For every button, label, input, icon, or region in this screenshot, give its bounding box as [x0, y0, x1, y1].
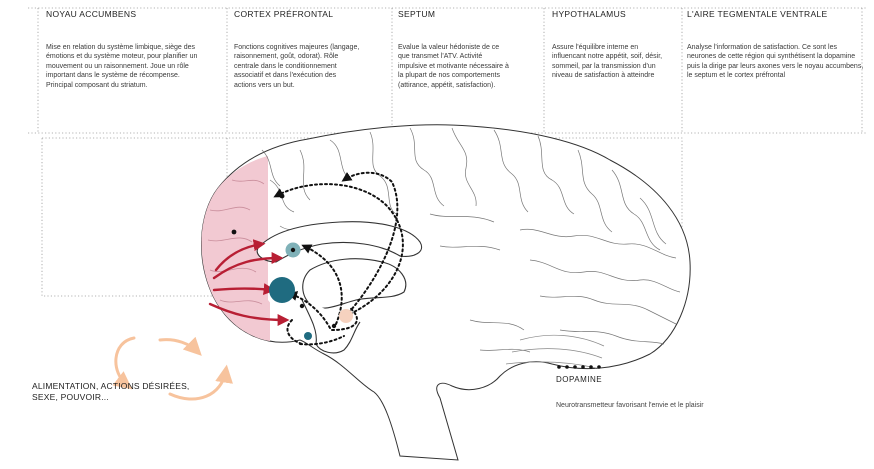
- noyau-accumbens-dot: [269, 277, 295, 303]
- cycle-label: ALIMENTATION, ACTIONS DÉSIRÉES, SEXE, PO…: [32, 381, 212, 403]
- legend-title: DOPAMINE: [556, 375, 602, 384]
- aire-tegmentale-dot: [339, 309, 353, 323]
- hypothalamus-dot: [304, 332, 312, 340]
- legend-description: Neurotransmetteur favorisant l'envie et …: [556, 402, 704, 409]
